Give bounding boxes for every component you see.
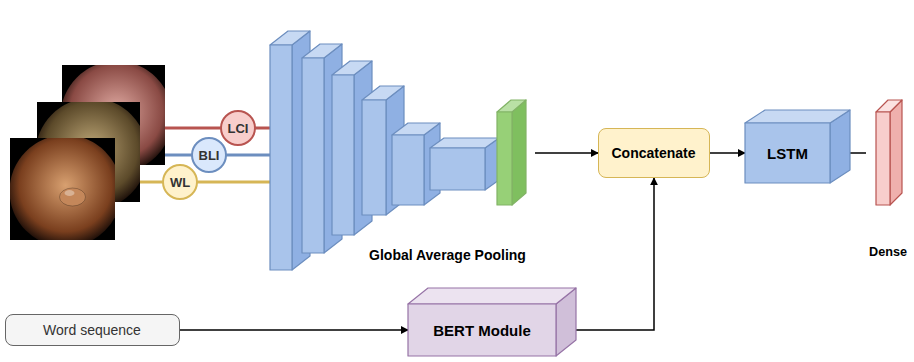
text-area: LSTM <box>745 123 830 183</box>
input-circle: BLI <box>191 137 227 173</box>
highlight <box>65 190 75 196</box>
text-area: Global Average Pooling <box>360 245 535 265</box>
circle-shape <box>163 165 197 199</box>
input-box: Word sequence <box>5 314 180 346</box>
pooling-layer-front <box>497 112 512 205</box>
text-area: BLI <box>191 137 227 173</box>
cnn-layer-top <box>270 31 310 45</box>
circle-shape <box>221 111 255 145</box>
cnn-layer-front <box>392 135 424 205</box>
lstm-block-top <box>745 110 850 123</box>
image-field <box>10 138 115 240</box>
process-box: Concatenate <box>598 128 710 178</box>
polyp <box>60 188 86 206</box>
node-label: BLI <box>199 148 220 163</box>
text-area: Dense <box>866 242 910 262</box>
cnn-layer-top <box>332 61 372 75</box>
text-area: Word sequence <box>6 315 178 344</box>
cnn-layer-top <box>302 44 342 58</box>
node-label: LSTM <box>767 145 808 162</box>
node-label: Concatenate <box>611 145 695 161</box>
node-label: Word sequence <box>43 322 141 338</box>
block-outline <box>866 88 910 262</box>
bert-block: BERT Module <box>408 288 576 356</box>
input-circle: LCI <box>220 110 256 146</box>
cnn-layer-front <box>270 45 292 270</box>
text-area: LCI <box>220 110 256 146</box>
cnn-layer-top <box>392 123 440 135</box>
dense-layer-top <box>876 100 902 112</box>
text-area: Concatenate <box>599 129 708 176</box>
bert-block-front <box>408 304 556 356</box>
block-outline <box>360 95 535 265</box>
dense-layer-side <box>890 100 902 205</box>
lstm-block-front <box>745 123 830 183</box>
cnn-layer-front <box>430 148 485 190</box>
cnn-layer-front <box>362 100 386 215</box>
dense-layer-front <box>876 112 890 205</box>
node-label: BERT Module <box>433 322 531 339</box>
text-area: BERT Module <box>408 304 556 356</box>
pooling-layer-top <box>497 100 526 112</box>
dense-layer: Dense <box>866 88 910 262</box>
bert-block-top <box>408 288 576 304</box>
connector <box>576 178 654 330</box>
connector <box>180 329 408 331</box>
connector <box>535 152 598 154</box>
node-label: Global Average Pooling <box>369 247 526 263</box>
node-label: Dense <box>869 245 907 259</box>
text-area: WL <box>162 164 198 200</box>
node-label: WL <box>170 175 190 190</box>
circle-shape <box>192 138 226 172</box>
endoscopy-image <box>10 138 115 240</box>
connector <box>710 152 745 154</box>
lstm-block: LSTM <box>745 110 850 183</box>
connector <box>850 152 866 154</box>
cnn-layer-front <box>302 58 324 253</box>
node-label: LCI <box>228 121 249 136</box>
pooling-layer-side <box>512 100 526 205</box>
input-circle: WL <box>162 164 198 200</box>
cnn-layer-front <box>332 75 354 235</box>
cnn-layer-top <box>430 138 499 148</box>
cnn-layer-top <box>362 86 404 100</box>
pooling-layer: Global Average Pooling <box>360 95 535 265</box>
